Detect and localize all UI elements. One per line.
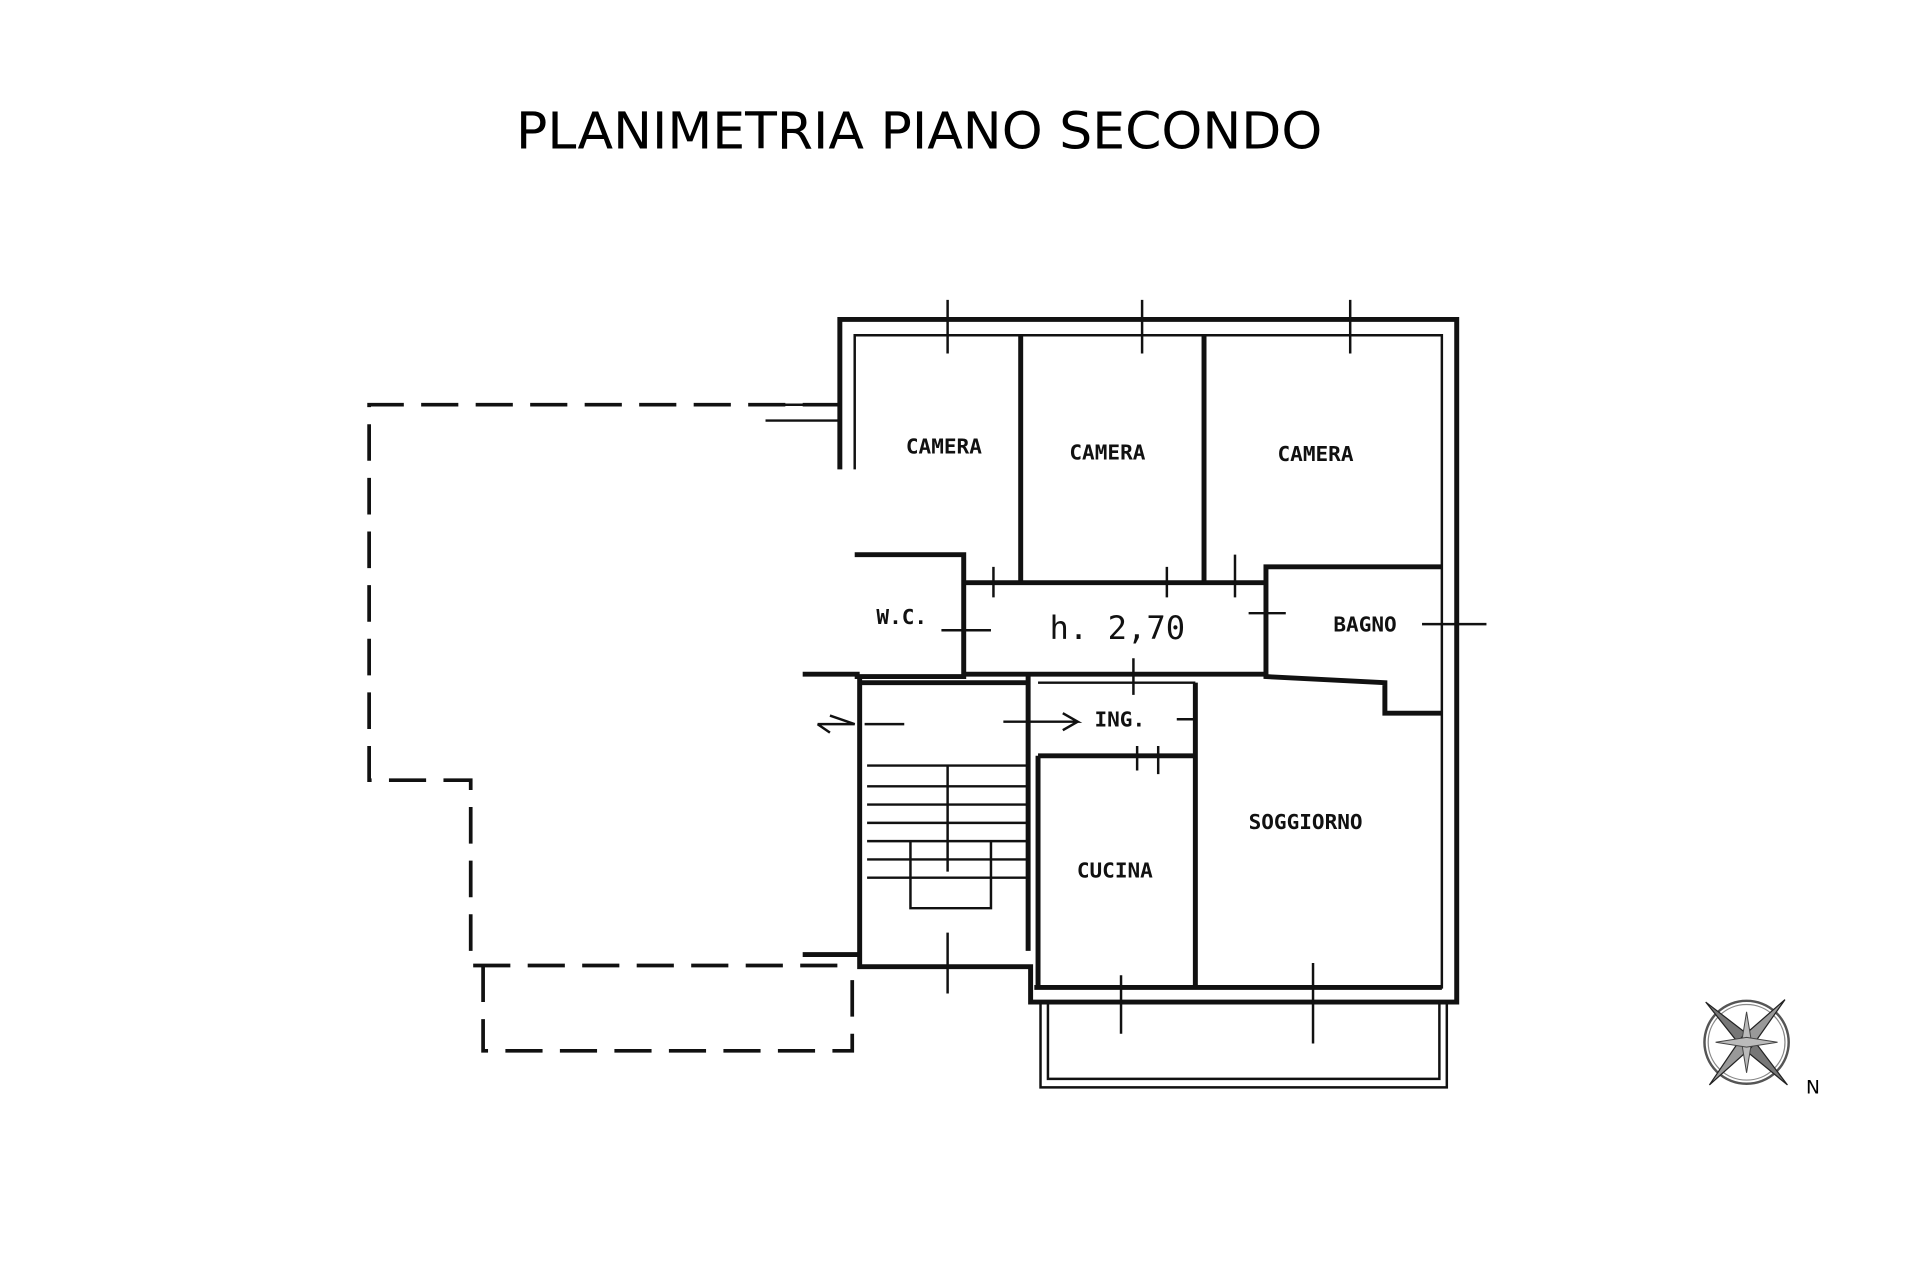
compass-rose-icon: N [1703,999,1820,1099]
room-label-wc: W.C. [876,605,927,629]
balcony [1039,1002,1449,1089]
stairs [867,764,1029,910]
outer-walls [765,316,1460,1005]
room-label-camera-2: CAMERA [1069,441,1145,465]
room-label-bagno: BAGNO [1333,613,1396,637]
terrace-outline [367,402,855,1053]
plan-title: PLANIMETRIA PIANO SECONDO [516,102,1322,162]
room-label-camera-3: CAMERA [1277,442,1353,466]
ceiling-height-label: h. 2,70 [1049,609,1185,647]
room-label-soggiorno: SOGGIORNO [1249,810,1363,834]
room-label-ingresso: ING. [1094,708,1145,732]
interior-walls [854,335,1442,990]
window-markers [816,299,1487,1044]
room-label-camera-1: CAMERA [906,435,982,459]
north-label: N [1806,1078,1820,1099]
room-label-cucina: CUCINA [1077,859,1153,883]
